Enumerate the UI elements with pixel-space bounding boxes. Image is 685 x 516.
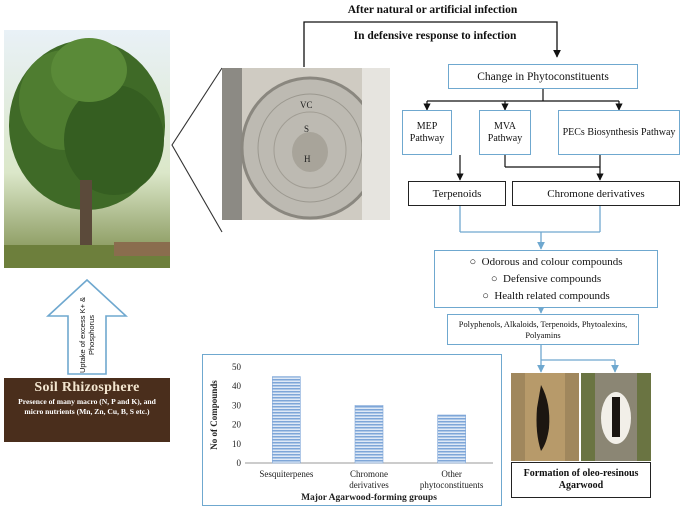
- subclasses-box: Polyphenols, Alkaloids, Terpenoids, Phyt…: [447, 314, 639, 345]
- formation-box: Formation of oleo-resinous Agarwood: [511, 462, 651, 498]
- y-tick-label: 30: [232, 400, 242, 410]
- y-tick-label: 10: [232, 439, 242, 449]
- bullet-circle-icon: ○: [482, 290, 489, 302]
- agarwood-illustration-1: [511, 373, 579, 461]
- header-line-2: In defensive response to infection: [353, 30, 517, 42]
- soil-text: Presence of many macro (N, P and K), and…: [18, 397, 156, 416]
- bullet-circle-icon: ○: [469, 256, 477, 268]
- uptake-label-wrap: Uptake of excess K+ & Phosphorus: [64, 297, 110, 373]
- compounds-box: ○ Odorous and colour compounds ○ Defensi…: [434, 250, 658, 308]
- trunk-label-s: S: [304, 124, 310, 134]
- mep-pathway-box: MEP Pathway: [402, 110, 452, 155]
- y-tick-label: 20: [232, 420, 242, 430]
- x-tick-label: phytoconstituents: [420, 480, 484, 490]
- uptake-arrow: [45, 278, 129, 375]
- compound-item: ○ Defensive compounds: [435, 271, 657, 288]
- bar: [437, 414, 466, 464]
- terpenoids-box: Terpenoids: [408, 181, 506, 206]
- x-tick-label: Sesquiterpenes: [259, 469, 313, 479]
- y-axis-label: No of Compounds: [209, 380, 219, 450]
- compound-defensive: Defensive compounds: [503, 273, 602, 285]
- pecs-pathway-box: PECs Biosynthesis Pathway: [558, 110, 680, 155]
- compound-item: ○ Health related compounds: [435, 288, 657, 305]
- soil-rhizosphere-box: Soil Rhizosphere Presence of many macro …: [4, 378, 170, 442]
- chromone-derivatives-box: Chromone derivatives: [512, 181, 680, 206]
- mva-pathway-box: MVA Pathway: [479, 110, 531, 155]
- trunk-illustration: [222, 68, 390, 220]
- x-tick-label: Other: [441, 469, 462, 479]
- bar: [354, 405, 384, 464]
- zoom-wedge: [171, 67, 223, 233]
- compound-item: ○ Odorous and colour compounds: [435, 254, 657, 271]
- y-tick-label: 0: [237, 458, 242, 468]
- x-axis-label: Major Agarwood-forming groups: [301, 493, 437, 503]
- agarwood-tree-photo: [4, 30, 170, 268]
- change-phytoconstituents-box: Change in Phytoconstituents: [448, 64, 638, 89]
- trunk-label-h: H: [304, 154, 311, 164]
- trunk-label-vc: VC: [300, 100, 313, 110]
- header-arrow: [303, 21, 561, 67]
- bar: [272, 376, 301, 464]
- x-tick-label: derivatives: [349, 480, 389, 490]
- y-tick-label: 50: [232, 362, 242, 372]
- tree-illustration: [4, 38, 170, 268]
- header-line-1: After natural or artificial infection: [347, 4, 518, 16]
- compound-odorous: Odorous and colour compounds: [481, 256, 623, 268]
- bullet-circle-icon: ○: [490, 273, 498, 285]
- uptake-label: Uptake of excess K+ & Phosphorus: [78, 296, 96, 374]
- agarwood-photo-1: [511, 373, 579, 461]
- agarwood-photo-2: [581, 373, 651, 461]
- agarwood-illustration-2: [581, 373, 651, 461]
- y-tick-label: 40: [232, 381, 242, 391]
- x-tick-label: Chromone: [350, 469, 388, 479]
- trunk-cross-section-photo: VC S H: [222, 68, 390, 220]
- soil-title: Soil Rhizosphere: [34, 380, 140, 395]
- compound-health: Health related compounds: [494, 290, 610, 302]
